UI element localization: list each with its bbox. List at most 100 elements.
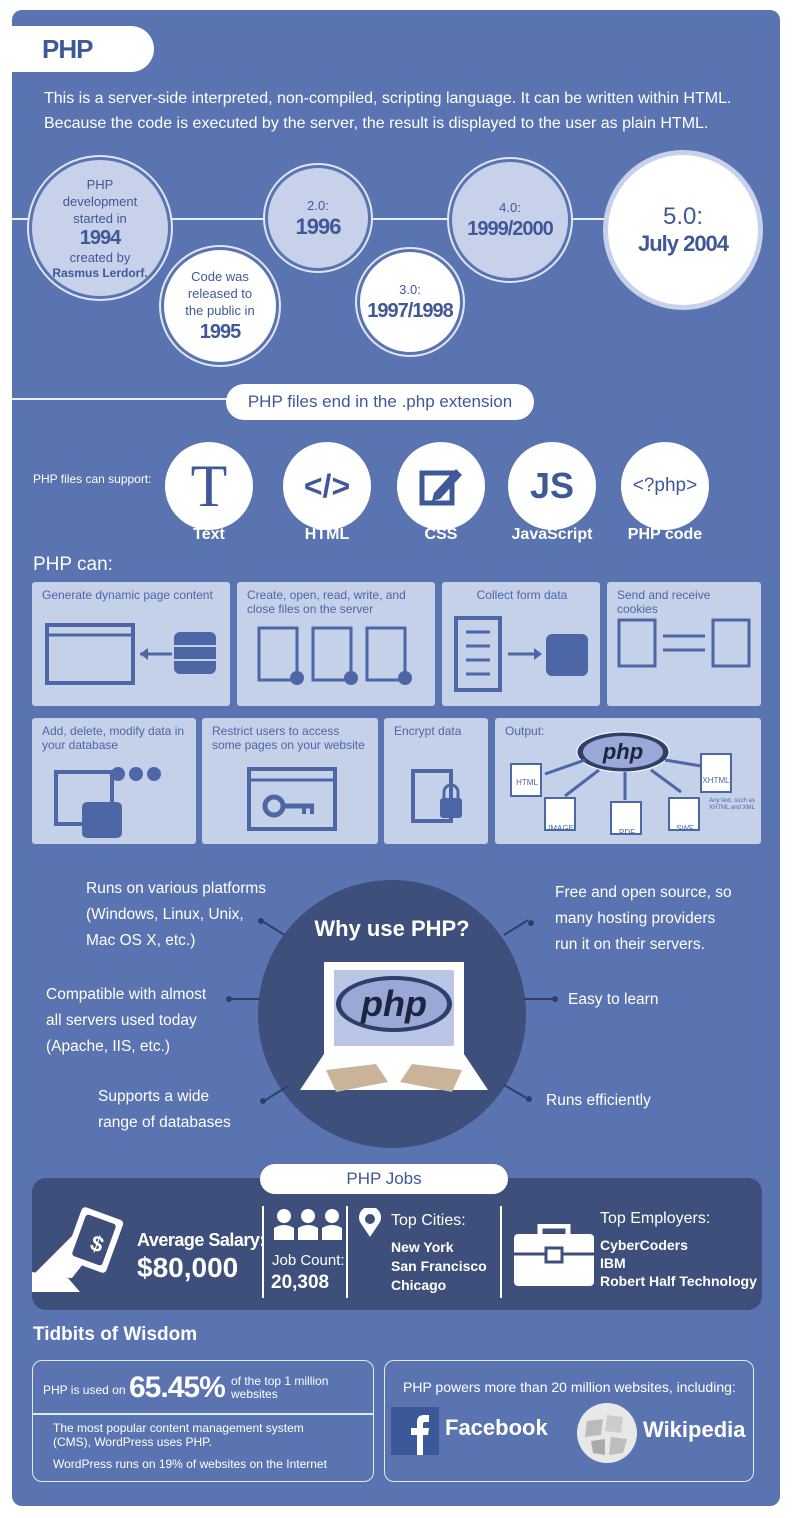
origin-text: development <box>62 194 138 209</box>
can-box-output: Output: php HTML IMAGE PDF SWF XHTML Any… <box>495 718 761 844</box>
v2-year: 1996 <box>295 213 342 239</box>
origin-author: Rasmus Lerdorf. <box>52 266 148 280</box>
output-diagram: php <box>510 731 732 835</box>
timeline-v4: 4.0: 1999/2000 <box>452 162 568 278</box>
cities-list: New York San Francisco Chicago <box>391 1238 487 1295</box>
city-item: New York <box>391 1239 454 1255</box>
timeline-v3: 3.0: 1997/1998 <box>360 252 460 352</box>
city-item: San Francisco <box>391 1258 487 1274</box>
release-text: the public in <box>185 302 255 318</box>
employer-item: IBM <box>600 1255 626 1271</box>
can-box-restrict: Restrict users to access some pages on y… <box>202 718 378 844</box>
v4-year: 1999/2000 <box>467 217 554 240</box>
cities-label: Top Cities: <box>391 1212 466 1229</box>
can-text: Output: <box>505 724 545 738</box>
why-line: Runs efficiently <box>546 1092 651 1109</box>
connector-dot <box>552 996 558 1002</box>
can-text: Generate dynamic page content <box>42 588 213 602</box>
v3-label: 3.0: <box>399 281 421 297</box>
job-count-label: Job Count: <box>272 1252 345 1269</box>
support-label: PHP files can support: <box>33 472 152 486</box>
facebook-label: Facebook <box>445 1415 548 1440</box>
timeline-v5: 5.0: July 2004 <box>608 155 758 305</box>
connector-dot <box>528 920 534 926</box>
support-html-label: HTML <box>304 526 350 543</box>
v4-label: 4.0: <box>499 199 521 215</box>
cookie-exchange-icon <box>617 618 751 668</box>
why-line: run it on their servers. <box>555 936 705 953</box>
usage-divider <box>33 1413 373 1415</box>
timeline-origin: PHP development started in 1994 created … <box>32 160 168 296</box>
why-right-2: Easy to learn <box>568 987 658 1013</box>
tidbits-heading: Tidbits of Wisdom <box>33 1324 198 1345</box>
can-text: Send and receive cookies <box>617 588 711 616</box>
jobs-divider <box>500 1206 502 1298</box>
why-line: range of databases <box>98 1114 231 1131</box>
can-text: Restrict users to access some pages on y… <box>212 724 365 752</box>
key-icon <box>247 767 337 831</box>
intro-line-1: This is a server-side interpreted, non-c… <box>44 90 732 107</box>
why-line: Compatible with almost <box>46 986 207 1003</box>
support-text-label: Text <box>193 526 225 543</box>
extension-line <box>12 398 242 400</box>
output-format-label: XHTML <box>702 776 730 785</box>
usage-post: of the top 1 million websites <box>231 1374 329 1401</box>
laptop-icon: php <box>300 962 488 1092</box>
support-js-label: JavaScript <box>511 526 593 543</box>
job-count-value: 20,308 <box>271 1272 330 1293</box>
wikipedia-label: Wikipedia <box>643 1417 746 1442</box>
cms-text: The most popular content management syst… <box>53 1421 304 1449</box>
release-year: 1995 <box>199 320 241 343</box>
usage-pre: PHP is used on <box>43 1383 126 1397</box>
money-hand-icon: $ <box>32 1207 124 1292</box>
v2-label: 2.0: <box>307 197 329 213</box>
js-glyph: JS <box>529 465 575 506</box>
php-code-icon: <?php> <box>621 442 709 530</box>
css-icon <box>397 442 485 530</box>
wordpress-text: WordPress runs on 19% of websites on the… <box>53 1457 327 1471</box>
why-line: (Apache, IIS, etc.) <box>46 1038 171 1055</box>
v5-label: 5.0: <box>662 203 704 230</box>
output-format-label: IMAGE <box>548 824 574 833</box>
page-title: PHP <box>42 34 93 64</box>
release-text: released to <box>187 285 253 301</box>
powers-text: PHP powers more than 20 million websites… <box>403 1379 736 1395</box>
jobs-divider <box>262 1206 264 1298</box>
infographic-panel: PHP This is a server-side interpreted, n… <box>12 10 780 1506</box>
jobs-bar <box>32 1178 762 1310</box>
support-css-label: CSS <box>424 526 458 543</box>
city-item: Chicago <box>391 1277 447 1293</box>
intro-line-2: Because the code is executed by the serv… <box>44 115 709 132</box>
usage-percent: 65.45% <box>129 1371 226 1404</box>
output-format-label: SWF <box>676 824 694 833</box>
v5-year: July 2004 <box>637 231 729 256</box>
text-icon: T <box>165 442 253 530</box>
wikipedia-globe-icon <box>577 1403 637 1463</box>
why-right-1: Free and open source, so many hosting pr… <box>555 880 732 958</box>
output-format-label: PDF <box>619 828 635 837</box>
title-tab: PHP <box>12 26 154 72</box>
origin-text: PHP <box>86 177 114 192</box>
why-left-3: Supports a wide range of databases <box>98 1084 231 1136</box>
why-line: (Windows, Linux, Unix, <box>86 906 244 923</box>
output-format-label: HTML <box>516 778 538 787</box>
php-code-glyph: <?php> <box>632 475 698 496</box>
can-box-files: Create, open, read, write, and close fil… <box>237 582 435 706</box>
why-title: Why use PHP? <box>314 916 470 941</box>
form-database-icon <box>454 616 588 692</box>
connector-line <box>503 1084 528 1099</box>
employers-label: Top Employers: <box>600 1210 711 1227</box>
connector-line <box>230 998 260 1000</box>
salary-value: $80,000 <box>137 1252 239 1283</box>
v3-year: 1997/1998 <box>367 299 454 322</box>
browser-database-icon <box>45 623 216 685</box>
timeline-release: Code was released to the public in 1995 <box>164 250 276 362</box>
connector-dot <box>260 1098 266 1104</box>
why-line: all servers used today <box>46 1012 197 1029</box>
intro-text: This is a server-side interpreted, non-c… <box>44 86 754 136</box>
facebook-icon <box>391 1407 439 1455</box>
why-left-1: Runs on various platforms (Windows, Linu… <box>86 876 266 954</box>
pencil-square-icon <box>419 469 462 506</box>
php-can-heading: PHP can: <box>33 554 113 575</box>
location-pin-icon <box>359 1208 381 1237</box>
